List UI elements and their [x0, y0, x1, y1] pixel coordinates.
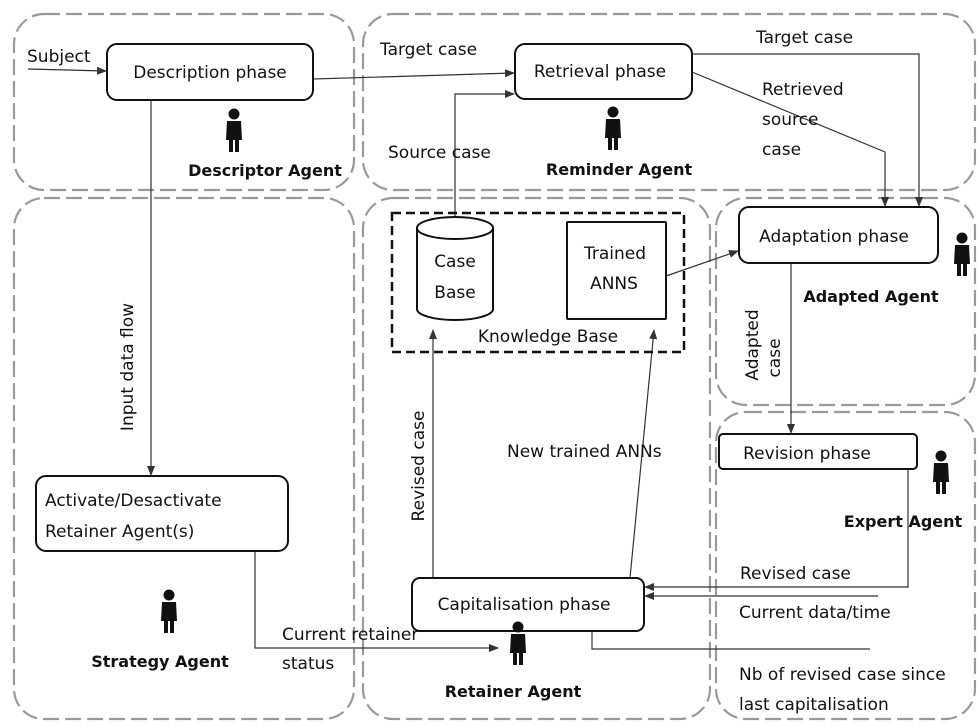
retrieved-label-line2: source	[762, 110, 818, 130]
trained-label-line2: ANNS	[590, 274, 638, 294]
retainer-status-arrow	[254, 551, 499, 652]
current-retainer-label-line2: status	[282, 654, 334, 674]
description-phase-box	[106, 43, 314, 101]
adaptation-phase-box	[738, 206, 939, 264]
adapted-case-label-line2: case	[765, 338, 785, 377]
reminder-agent-label: Reminder Agent	[546, 160, 693, 179]
adapted-case-label-line1: Adapted	[743, 309, 763, 380]
target-case-arrow	[692, 53, 923, 207]
capitalisation-phase-label: Capitalisation phase	[438, 595, 611, 615]
retrieval-phase-box	[514, 43, 693, 100]
new-trained-arrow	[629, 329, 658, 579]
current-datetime-label: Current data/time	[739, 603, 891, 623]
adapted-region	[714, 196, 977, 407]
revised-case-arrow	[644, 469, 909, 591]
revised-case-vertical-label: Revised case	[409, 411, 429, 522]
source-case-label: Source case	[388, 143, 491, 163]
new-trained-label: New trained ANNs	[507, 442, 662, 462]
revision-phase-box	[718, 433, 918, 470]
adaptation-phase-label: Adaptation phase	[759, 227, 909, 247]
retrieved-label-line1: Retrieved	[762, 80, 844, 100]
source-case-arrow	[454, 90, 515, 220]
activate-label-line2: Retainer Agent(s)	[45, 522, 194, 542]
strategy-agent-label: Strategy Agent	[91, 652, 229, 671]
descriptor-agent-icon	[226, 108, 242, 152]
descriptor-agent-label: Descriptor Agent	[188, 161, 342, 180]
adapted-agent-label: Adapted Agent	[803, 287, 939, 306]
case-base-cylinder	[416, 216, 494, 321]
subject-arrow	[27, 66, 107, 75]
activate-retainer-box	[35, 475, 289, 552]
description-phase-label: Description phase	[133, 63, 287, 83]
descriptor-region	[12, 12, 356, 192]
revision-phase-label: Revision phase	[743, 444, 871, 464]
knowledge-base-frame	[390, 211, 686, 354]
expert-agent-label: Expert Agent	[844, 512, 963, 531]
trained-anns-box	[566, 221, 667, 320]
retrieved-label-line3: case	[762, 140, 801, 160]
nb-revised-label-line2: last capitalisation	[739, 695, 889, 715]
subject-label: Subject	[27, 47, 91, 67]
retainer-region	[361, 196, 712, 721]
target-case-label-1: Target case	[379, 40, 477, 60]
strategy-region	[12, 196, 356, 721]
knowledge-base-label: Knowledge Base	[478, 327, 618, 347]
expert-agent-icon	[933, 450, 949, 494]
case-base-label-line1: Case	[434, 252, 476, 272]
trained-label-line1: Trained	[583, 244, 646, 264]
current-retainer-label-line1: Current retainer	[282, 625, 418, 645]
strategy-agent-icon	[161, 589, 177, 633]
retrieved-source-case-arrow	[691, 71, 889, 207]
reminder-agent-icon	[605, 106, 621, 150]
revised-case-label: Revised case	[740, 564, 851, 584]
expert-region	[714, 410, 977, 721]
case-base-label-line2: Base	[434, 283, 475, 303]
input-data-flow-label: Input data flow	[118, 303, 138, 431]
capitalisation-phase-box	[411, 577, 645, 632]
adapted-agent-icon	[954, 232, 970, 276]
nb-revised-label-line1: Nb of revised case since	[739, 665, 946, 685]
reminder-region	[361, 12, 977, 192]
retainer-agent-label: Retainer Agent	[445, 682, 582, 701]
ann-to-adaptation-arrow	[665, 250, 739, 277]
retrieval-phase-label: Retrieval phase	[534, 62, 666, 82]
activate-label-line1: Activate/Desactivate	[45, 491, 222, 511]
description-to-retrieval-arrow	[312, 69, 515, 80]
target-case-label-2: Target case	[755, 28, 853, 48]
